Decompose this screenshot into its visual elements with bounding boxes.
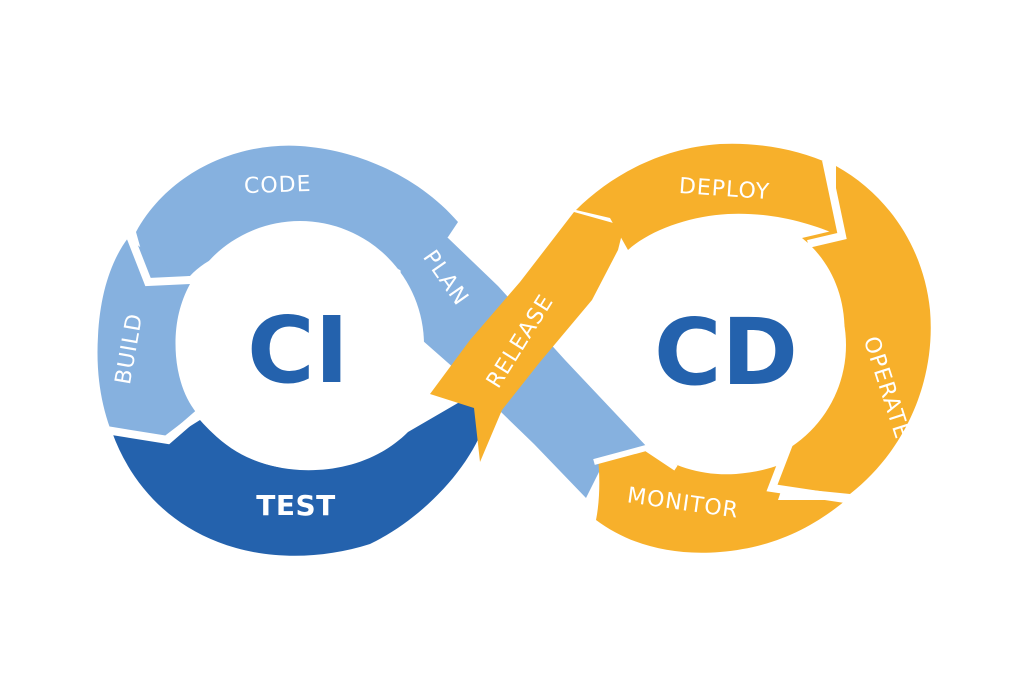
release-segment: [430, 212, 624, 462]
operate-segment: [770, 166, 931, 494]
deploy-segment: [576, 143, 840, 250]
divider: [766, 434, 853, 504]
stage-label-test: TEST: [256, 489, 336, 522]
divider: [593, 444, 678, 471]
stage-label-code: CODE: [244, 172, 312, 199]
monitor-segment: [596, 450, 846, 553]
cd-center-disk: [602, 223, 846, 467]
cd-center-label: CD: [654, 299, 798, 406]
ci-center-disk: [176, 221, 424, 469]
divider: [126, 234, 191, 287]
divider: [105, 410, 201, 445]
test-segment: [112, 396, 486, 556]
build-segment: [97, 238, 196, 438]
ci-center-label: CI: [247, 297, 349, 404]
divider: [807, 159, 847, 248]
code-segment: [136, 145, 458, 282]
